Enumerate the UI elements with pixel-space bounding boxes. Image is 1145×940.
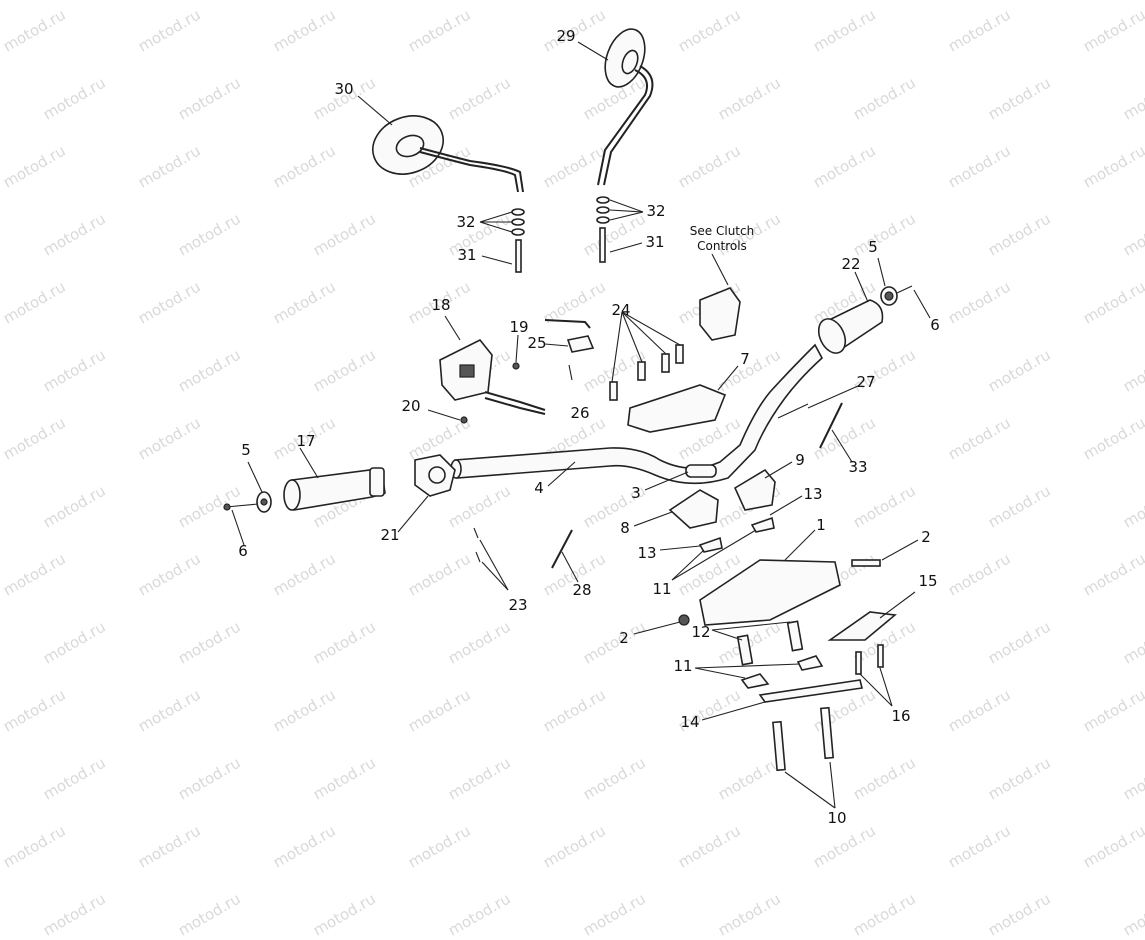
callout-32-left: 32 — [456, 213, 476, 231]
callout-5-left: 5 — [241, 441, 251, 459]
callout-24: 24 — [611, 301, 631, 319]
callout-12: 12 — [691, 623, 711, 641]
watermark-text: motod.ru — [175, 889, 244, 940]
callout-6-right: 6 — [930, 316, 940, 334]
callout-20: 20 — [401, 397, 421, 415]
callout-18: 18 — [431, 296, 451, 314]
watermark-text: motod.ru — [850, 889, 919, 940]
callout-14: 14 — [680, 713, 700, 731]
callout-2-left: 2 — [619, 629, 629, 647]
bolt-10a — [772, 720, 786, 772]
plate-14 — [758, 679, 863, 703]
cable-tie-28 — [551, 529, 573, 569]
callout-23: 23 — [508, 596, 528, 614]
rubber-12a — [736, 634, 754, 666]
left-mirror — [372, 115, 524, 193]
note-line-2: Controls — [697, 239, 747, 253]
note-line-1: See Clutch — [689, 224, 755, 238]
callout-8: 8 — [620, 519, 630, 537]
watermark-text: motod.ru — [715, 889, 784, 940]
right-grip-assembly — [817, 285, 913, 354]
callout-22: 22 — [841, 255, 861, 273]
leader-lines — [231, 41, 931, 809]
right-mirror — [597, 28, 654, 186]
left-grip-assembly — [223, 467, 386, 513]
watermark-text: motod.ru — [985, 889, 1054, 940]
callout-28: 28 — [572, 581, 592, 599]
bush-11b — [796, 655, 824, 671]
bush-13b — [750, 516, 775, 533]
bracket-15 — [827, 611, 897, 641]
callout-10: 10 — [827, 809, 847, 827]
watermark-text: motod.ru — [445, 889, 514, 940]
callout-1: 1 — [816, 516, 826, 534]
top-yoke — [699, 559, 841, 626]
callout-31-left: 31 — [457, 246, 477, 264]
exploded-parts-diagram: motod.ru motod.ru motod.ru motod.ru motod.ru… — [0, 6, 1145, 940]
callout-11-top: 11 — [652, 580, 672, 598]
risers — [668, 464, 776, 529]
callout-25: 25 — [527, 334, 547, 352]
callout-16: 16 — [891, 707, 911, 725]
callout-11-bottom: 11 — [673, 657, 693, 675]
switch-housing — [439, 338, 546, 415]
rubber-12b — [786, 620, 804, 652]
screw-20 — [460, 416, 468, 424]
callout-13-left: 13 — [637, 544, 657, 562]
callout-17: 17 — [296, 432, 316, 450]
throttle-housing — [414, 454, 456, 497]
watermark-text: motod.ru — [580, 889, 649, 940]
callout-13-right: 13 — [803, 485, 823, 503]
cable-tie-33 — [819, 402, 843, 449]
callout-21: 21 — [380, 526, 400, 544]
screw-23a — [473, 527, 479, 539]
callout-5-right: 5 — [868, 238, 878, 256]
callout-4: 4 — [534, 479, 544, 497]
nut-2 — [678, 614, 690, 626]
bolt-16a — [855, 651, 862, 675]
callout-31-right: 31 — [645, 233, 665, 251]
handlebar-clamp-top — [609, 344, 727, 433]
watermark-text: motod.ru — [310, 889, 379, 940]
callout-9: 9 — [795, 451, 805, 469]
callout-7: 7 — [740, 350, 750, 368]
mirror-washers-and-bolts — [511, 196, 610, 273]
callout-15: 15 — [918, 572, 938, 590]
bush-11a — [740, 673, 770, 689]
callout-27: 27 — [856, 373, 876, 391]
callout-32-right: 32 — [646, 202, 666, 220]
callout-3: 3 — [631, 484, 641, 502]
callout-2-right: 2 — [921, 528, 931, 546]
see-clutch-controls-note: See Clutch Controls — [690, 224, 754, 254]
parts-drawing — [223, 28, 931, 809]
watermark-text: motod.ru — [1120, 889, 1145, 940]
callout-30: 30 — [334, 80, 354, 98]
callout-29: 29 — [556, 27, 576, 45]
callout-6-left: 6 — [238, 542, 248, 560]
screw-19 — [512, 362, 520, 370]
bolt-16b — [877, 644, 884, 668]
callout-26: 26 — [570, 404, 590, 422]
screw-23b — [475, 551, 481, 563]
watermark-text: motod.ru — [40, 889, 109, 940]
callout-33: 33 — [848, 458, 868, 476]
clutch-control-housing — [699, 287, 741, 341]
cable-clip — [544, 319, 595, 381]
callout-19: 19 — [509, 318, 529, 336]
bush-13a — [698, 536, 723, 553]
bolt-2 — [851, 559, 881, 567]
bolt-10b — [819, 706, 835, 760]
cable-tie-27 — [777, 403, 809, 419]
